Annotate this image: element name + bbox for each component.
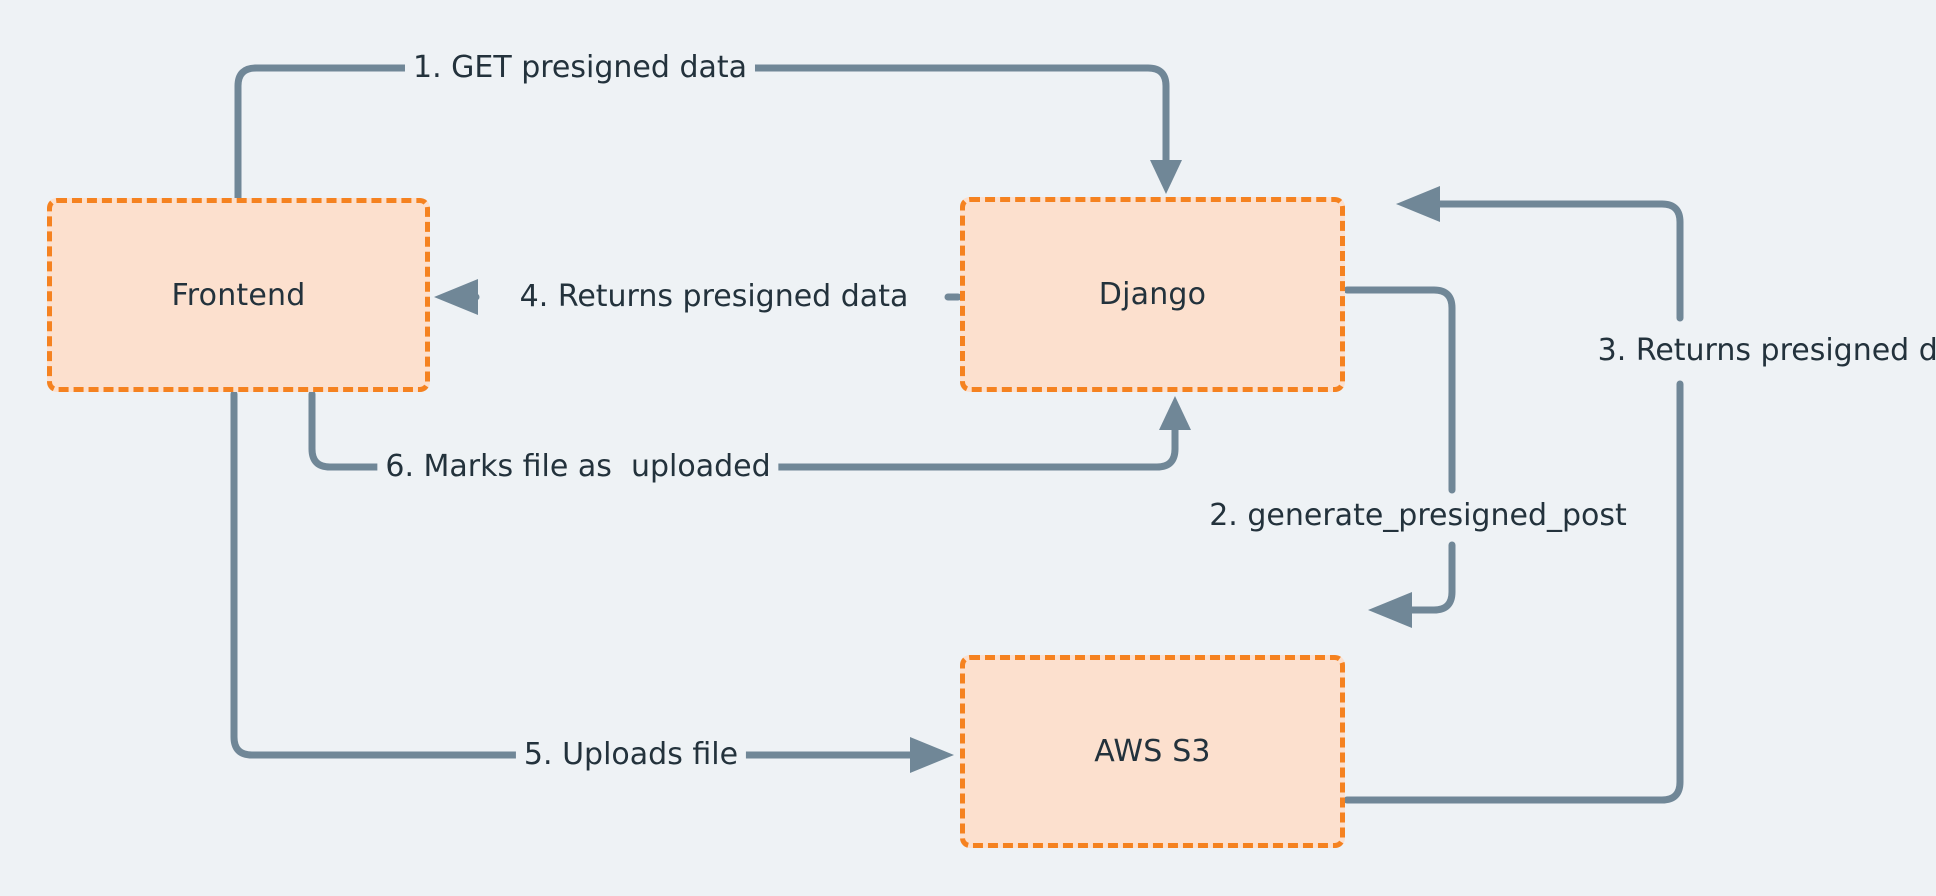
edge-label-4: 4. Returns presigned data	[511, 279, 917, 315]
edge-4-returns-presigned-data	[434, 279, 962, 315]
edge-6-marks-file-as-uploaded	[308, 390, 1191, 471]
edge-5-uploads-file	[230, 390, 954, 773]
edge-3-returns-presigned-data	[1343, 186, 1684, 804]
arrow-head-4	[434, 279, 478, 315]
node-frontend-label: Frontend	[171, 277, 306, 313]
arrow-head-1	[1150, 160, 1182, 194]
edge-2-generate-presigned-post	[1343, 286, 1456, 628]
edge-label-3: 3. Returns presigned data	[1589, 333, 1936, 369]
arrow-head-3	[1396, 186, 1440, 222]
edge-label-6: 6. Marks file as uploaded	[377, 449, 779, 485]
node-aws-s3-label: AWS S3	[1094, 734, 1211, 769]
edge-label-2: 2. generate_presigned_post	[1201, 498, 1635, 534]
node-frontend[interactable]: Frontend	[47, 198, 430, 392]
node-django-label: Django	[1098, 277, 1207, 312]
arrow-head-6	[1159, 396, 1191, 430]
node-django[interactable]: Django	[960, 197, 1345, 392]
arrow-head-5	[910, 737, 954, 773]
edge-1-get-presigned-data	[234, 64, 1182, 204]
node-aws-s3[interactable]: AWS S3	[960, 655, 1345, 848]
edge-label-5: 5. Uploads file	[515, 737, 747, 773]
edge-label-1: 1. GET presigned data	[404, 50, 756, 86]
arrow-head-2	[1368, 592, 1412, 628]
